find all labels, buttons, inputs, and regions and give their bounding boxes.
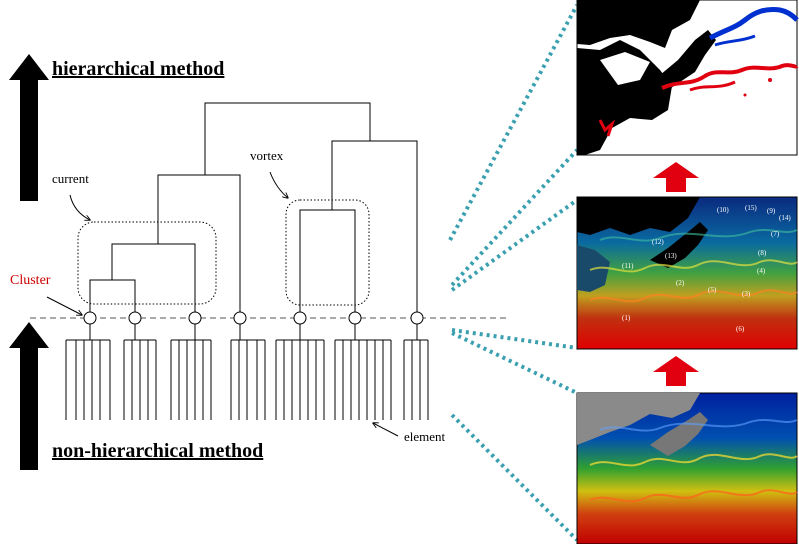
cluster-marker-label: (5) xyxy=(708,286,717,294)
non-hierarchical-arrow-icon xyxy=(9,322,49,470)
cluster-marker-label: (10) xyxy=(717,206,729,214)
element-pointer-arrow xyxy=(373,423,399,437)
cluster-node xyxy=(348,311,362,325)
cluster-marker-label: (11) xyxy=(622,262,634,270)
cluster-marker-label: (6) xyxy=(736,325,745,333)
current-group-box xyxy=(77,221,217,305)
transition-arrow-icon xyxy=(653,356,699,386)
cluster-node xyxy=(293,311,307,325)
cluster-node xyxy=(233,311,247,325)
japan-island xyxy=(660,30,716,90)
dotted-connectors xyxy=(448,4,579,542)
cluster-marker-label: (4) xyxy=(757,267,766,275)
map-panel-clustered xyxy=(576,196,798,350)
land-mass xyxy=(577,40,672,155)
element-label: element xyxy=(404,429,446,444)
cluster-node xyxy=(410,311,424,325)
cluster-node xyxy=(83,311,97,325)
vortex-pointer-arrow xyxy=(269,171,288,198)
cluster-marker-label: (9) xyxy=(767,207,776,215)
vortex-group-box xyxy=(285,199,370,306)
non-hierarchical-method-title: non-hierarchical method xyxy=(52,440,263,462)
cluster-node xyxy=(188,311,202,325)
element-fans xyxy=(65,324,429,420)
hierarchical-arrow-icon xyxy=(9,54,49,201)
cluster-marker-label: (8) xyxy=(758,249,767,257)
cluster-node xyxy=(128,311,142,325)
map-panel-elements xyxy=(576,392,798,544)
transition-arrow-icon xyxy=(653,162,699,192)
cluster-marker-label: (12) xyxy=(652,238,664,246)
cluster-marker-label: (15) xyxy=(745,204,757,212)
cluster-pointer-arrow xyxy=(46,296,82,315)
current-pointer-arrow xyxy=(69,194,90,220)
land-mass xyxy=(577,0,700,48)
cluster-marker-label: (13) xyxy=(665,252,677,260)
hierarchical-method-title: hierarchical method xyxy=(52,58,224,80)
cluster-marker-label: (3) xyxy=(742,290,751,298)
map-panel-hierarchical xyxy=(576,0,799,156)
current-label: current xyxy=(52,171,89,186)
vortex-label: vortex xyxy=(250,148,284,163)
cluster-label: Cluster xyxy=(10,273,51,288)
cluster-marker-label: (7) xyxy=(771,230,780,238)
dendrogram xyxy=(89,102,418,312)
cluster-marker-label: (14) xyxy=(779,214,791,222)
cluster-marker-label: (1) xyxy=(622,314,631,322)
cluster-marker-label: (2) xyxy=(676,279,685,287)
cluster-markers: (10) (15) (9)(14) (7) (12)(13) (11) (8) (4) (2) (… xyxy=(622,204,791,333)
